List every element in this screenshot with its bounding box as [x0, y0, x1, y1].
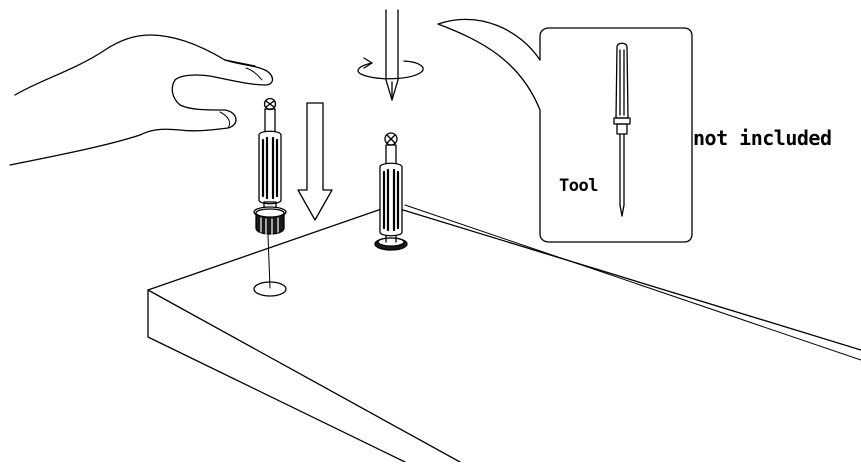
screwdriver-icon — [613, 42, 631, 217]
down-arrow-icon — [297, 102, 333, 221]
alignment-line — [267, 234, 271, 289]
connector-installed — [374, 132, 408, 251]
screwdriver-shaft — [385, 9, 399, 101]
board — [147, 204, 861, 463]
rotation-arrow-icon — [357, 57, 424, 80]
tool-label: Tool — [559, 176, 598, 196]
hand-icon — [9, 34, 274, 166]
callout-bubble — [437, 18, 693, 243]
not-included-label: not included — [693, 126, 832, 150]
connector-falling — [253, 97, 287, 236]
